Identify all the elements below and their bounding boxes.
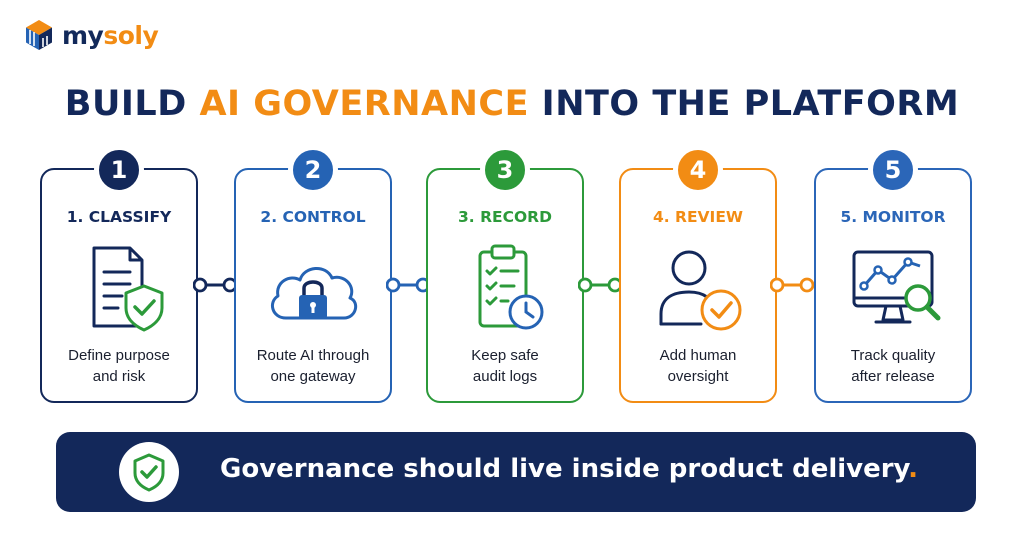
monitor-chart-magnifier-icon	[852, 250, 941, 324]
step-title: 4. REVIEW	[652, 208, 744, 226]
banner-message: Governance should live inside product de…	[220, 454, 919, 484]
clipboard-clock-icon	[478, 244, 544, 330]
step-title: 3. RECORD	[458, 208, 552, 226]
step-title: 1. CLASSIFY	[66, 208, 172, 226]
banner-icon-circle	[119, 442, 179, 502]
step-number-badge: 2	[288, 145, 338, 195]
connector-3-4	[578, 277, 622, 293]
hexagon-cube-logo-icon	[26, 20, 52, 50]
step-title: 5. MONITOR	[840, 208, 946, 226]
document-shield-icon	[92, 246, 164, 332]
step-title: 2. CONTROL	[260, 208, 366, 226]
connector-4-5	[770, 277, 814, 293]
brand-name: mysoly	[62, 20, 159, 50]
step-number-badge: 4	[673, 145, 723, 195]
page-title: BUILD AI GOVERNANCE INTO THE PLATFORM	[64, 84, 960, 124]
person-check-icon	[659, 250, 742, 331]
step-number-badge: 1	[94, 145, 144, 195]
connector-1-2	[193, 277, 237, 293]
summary-banner: Governance should live inside product de…	[56, 432, 976, 512]
brand-logo: mysoly	[22, 18, 159, 52]
cloud-lock-icon	[270, 267, 358, 320]
step-number-badge: 3	[480, 145, 530, 195]
connector-2-3	[386, 277, 430, 293]
step-number-badge: 5	[868, 145, 918, 195]
shield-check-icon	[133, 453, 165, 492]
